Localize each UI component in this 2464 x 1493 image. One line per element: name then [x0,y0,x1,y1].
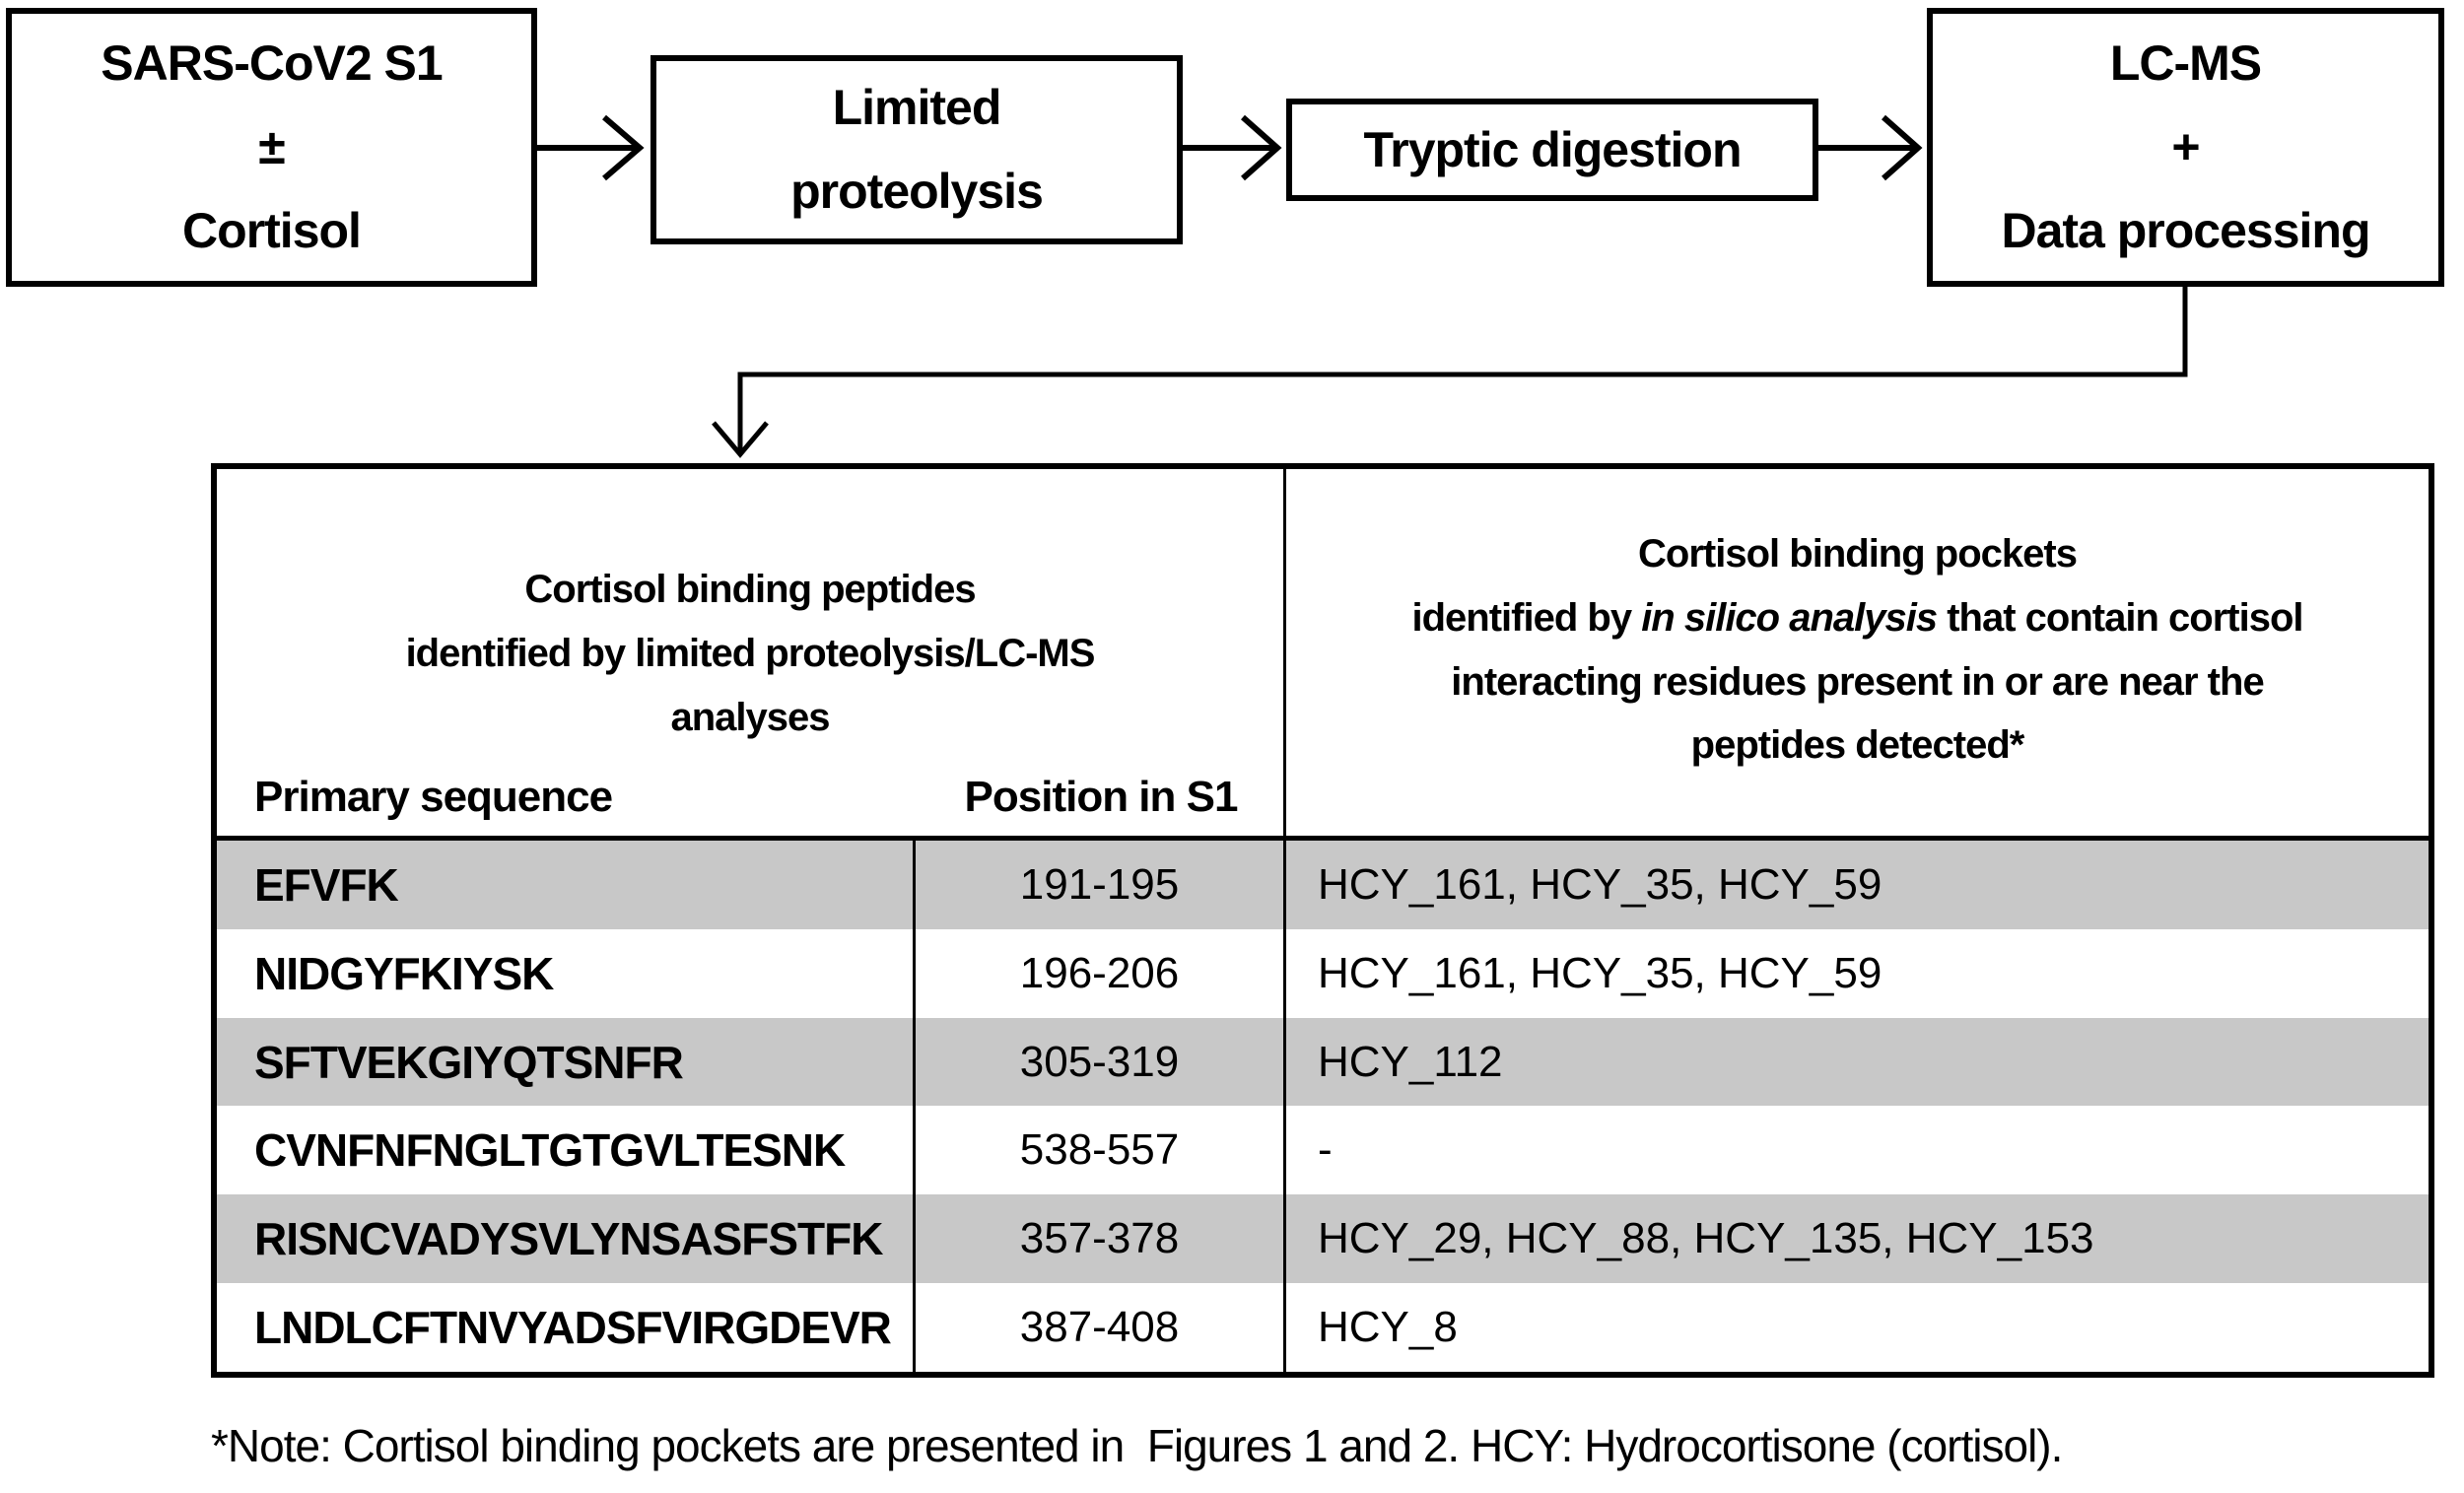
header-title-line: identified by in silico analysis that co… [1286,586,2429,650]
table-row: NIDGYFKIYSK 196-206 HCY_161, HCY_35, HCY… [217,928,2429,1018]
results-table: Cortisol binding peptides identified by … [211,463,2434,1378]
header-title-line: identified by limited proteolysis/LC-MS [405,631,1096,675]
table-row: EFVFK 191-195 HCY_161, HCY_35, HCY_59 [217,841,2429,929]
flow-box-line: Tryptic digestion [1363,121,1742,177]
arrow-right-icon [1818,114,1923,181]
flow-box-line: Limited [832,80,1002,135]
header-title-line: peptides detected* [1690,723,2025,768]
header-title-line: interacting residues present in or are n… [1451,659,2264,704]
flow-box-line: proteolysis [790,164,1044,219]
sequence-cell: EFVFK [217,841,916,929]
pockets-cell: - [1318,1125,1333,1175]
flow-box-line: Cortisol [182,203,362,258]
header-peptides-cell: Cortisol binding peptides identified by … [217,469,1286,836]
position-cell: 357-378 [916,1194,1286,1284]
pockets-cell: HCY_8 [1318,1303,1458,1352]
flow-box-line: ± [258,119,285,174]
elbow-arrow-down-icon [712,287,2188,458]
flow-box-line: SARS-CoV2 S1 [101,35,443,91]
sequence-cell: SFTVEKGIYQTSNFR [217,1017,916,1107]
position-cell: 538-557 [916,1106,1286,1195]
arrow-right-icon [1183,114,1282,181]
table-body: EFVFK 191-195 HCY_161, HCY_35, HCY_59 NI… [217,841,2429,1372]
header-pockets-cell: Cortisol binding pockets identified by i… [1286,469,2429,836]
pockets-cell: HCY_161, HCY_35, HCY_59 [1318,948,1882,997]
header-text-part: that contain cortisol [1937,595,2303,640]
table-row: SFTVEKGIYQTSNFR 305-319 HCY_112 [217,1017,2429,1107]
header-title-line: Cortisol binding pockets [1638,532,2078,576]
footnote: *Note: Cortisol binding pockets are pres… [211,1420,2063,1471]
position-cell: 387-408 [916,1283,1286,1372]
position-cell: 191-195 [916,841,1286,929]
sequence-cell: NIDGYFKIYSK [217,928,916,1018]
table-row: LNDLCFTNVYADSFVIRGDEVR 387-408 HCY_8 [217,1283,2429,1372]
sequence-cell: CVNFNFNGLTGTGVLTESNK [217,1106,916,1195]
header-text-italic: in silico analysis [1641,595,1938,640]
pockets-cell: HCY_29, HCY_88, HCY_135, HCY_153 [1318,1214,2094,1263]
flow-box-sample: SARS-CoV2 S1 ± Cortisol [6,8,537,287]
table-header-row: Cortisol binding peptides identified by … [217,469,2429,841]
flow-box-limited-proteolysis: Limited proteolysis [650,55,1183,244]
pockets-cell: HCY_112 [1318,1037,1503,1086]
pockets-cell: HCY_161, HCY_35, HCY_59 [1318,859,1882,909]
header-title-line: analyses [670,695,830,739]
sequence-cell: LNDLCFTNVYADSFVIRGDEVR [217,1283,916,1372]
header-text-part: identified by [1411,595,1642,640]
table-row: RISNCVADYSVLYNSASFSTFK 357-378 HCY_29, H… [217,1194,2429,1284]
column-header-primary-sequence: Primary sequence [254,773,613,821]
table-row: CVNFNFNGLTGTGVLTESNK 538-557 - [217,1106,2429,1195]
position-cell: 305-319 [916,1017,1286,1107]
flow-box-tryptic-digestion: Tryptic digestion [1286,99,1818,201]
flow-box-line: LC-MS [2109,35,2262,91]
flow-box-lcms-data-processing: LC-MS + Data processing [1927,8,2444,287]
column-header-position-in-s1: Position in S1 [964,773,1239,821]
flow-box-line: + [2171,119,2200,174]
arrow-right-icon [537,114,645,181]
flow-box-line: Data processing [2001,203,2370,258]
header-pockets-title: Cortisol binding pockets identified by i… [1286,469,2429,778]
header-title-line: Cortisol binding peptides [524,568,976,611]
header-peptides-title: Cortisol binding peptides identified by … [217,469,1283,749]
position-cell: 196-206 [916,928,1286,1018]
sequence-cell: RISNCVADYSVLYNSASFSTFK [217,1194,916,1284]
